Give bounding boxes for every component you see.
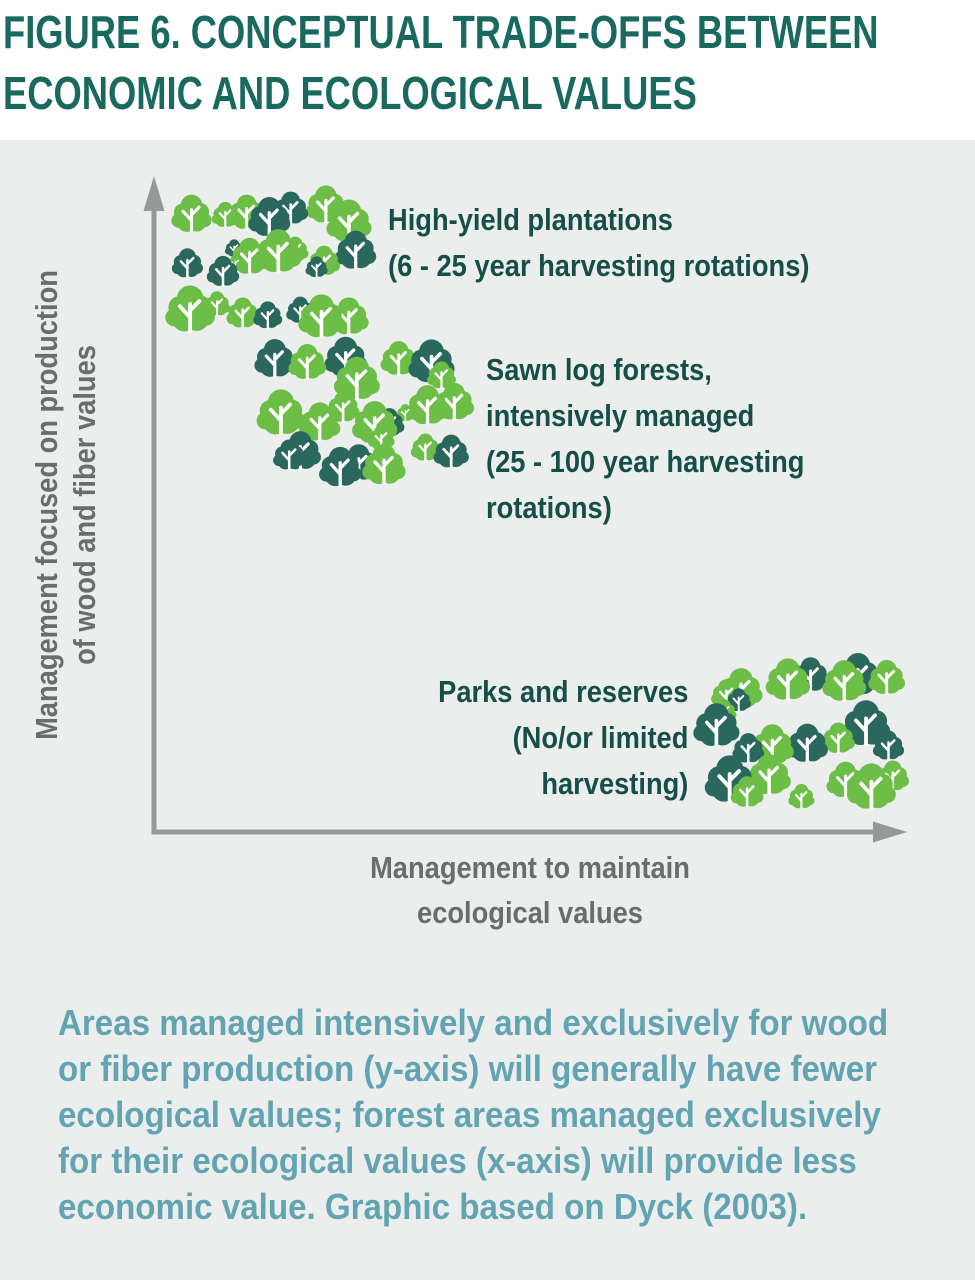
cluster-label-line: rotations) xyxy=(486,490,612,525)
cluster-label-high-yield: High-yield plantations (6 - 25 year harv… xyxy=(388,197,809,289)
figure-title-line-2: ECONOMIC AND ECOLOGICAL VALUES xyxy=(3,67,697,119)
cluster-label-line: harvesting) xyxy=(540,766,688,801)
y-axis-label-line-2: of wood and fiber values xyxy=(67,345,102,665)
caption-line: economic value. Graphic based on Dyck (2… xyxy=(58,1186,808,1227)
x-axis-label-line-1: Management to maintain xyxy=(370,850,690,885)
cluster-label-line: (No/or limited xyxy=(512,720,688,755)
figure-title: FIGURE 6. CONCEPTUAL TRADE-OFFS BETWEEN … xyxy=(3,2,879,140)
cluster-label-line: intensively managed xyxy=(486,398,755,433)
x-axis-label-line-2: ecological values xyxy=(417,895,643,930)
x-axis-label: Management to maintain ecological values xyxy=(197,845,862,935)
caption-line: for their ecological values (x-axis) wil… xyxy=(58,1140,857,1181)
chart-panel xyxy=(0,140,975,1280)
figure-title-line-1: FIGURE 6. CONCEPTUAL TRADE-OFFS BETWEEN xyxy=(3,6,879,58)
figure-caption: Areas managed intensively and exclusivel… xyxy=(58,1000,889,1230)
y-axis-label: Management focused on production of wood… xyxy=(28,223,104,786)
cluster-label-line: High-yield plantations xyxy=(388,202,673,237)
caption-line: Areas managed intensively and exclusivel… xyxy=(58,1002,889,1043)
y-axis-label-line-1: Management focused on production xyxy=(29,270,64,740)
cluster-label-line: (6 - 25 year harvesting rotations) xyxy=(388,248,810,283)
cluster-label-line: Parks and reserves xyxy=(437,674,688,709)
cluster-label-line: (25 - 100 year harvesting xyxy=(486,444,805,479)
caption-line: ecological values; forest areas managed … xyxy=(58,1094,881,1135)
cluster-label-sawn-log: Sawn log forests, intensively managed (2… xyxy=(486,347,804,531)
cluster-label-line: Sawn log forests, xyxy=(486,352,712,387)
caption-line: or fiber production (y-axis) will genera… xyxy=(58,1048,878,1089)
cluster-label-parks: Parks and reserves (No/or limited harves… xyxy=(438,669,688,807)
